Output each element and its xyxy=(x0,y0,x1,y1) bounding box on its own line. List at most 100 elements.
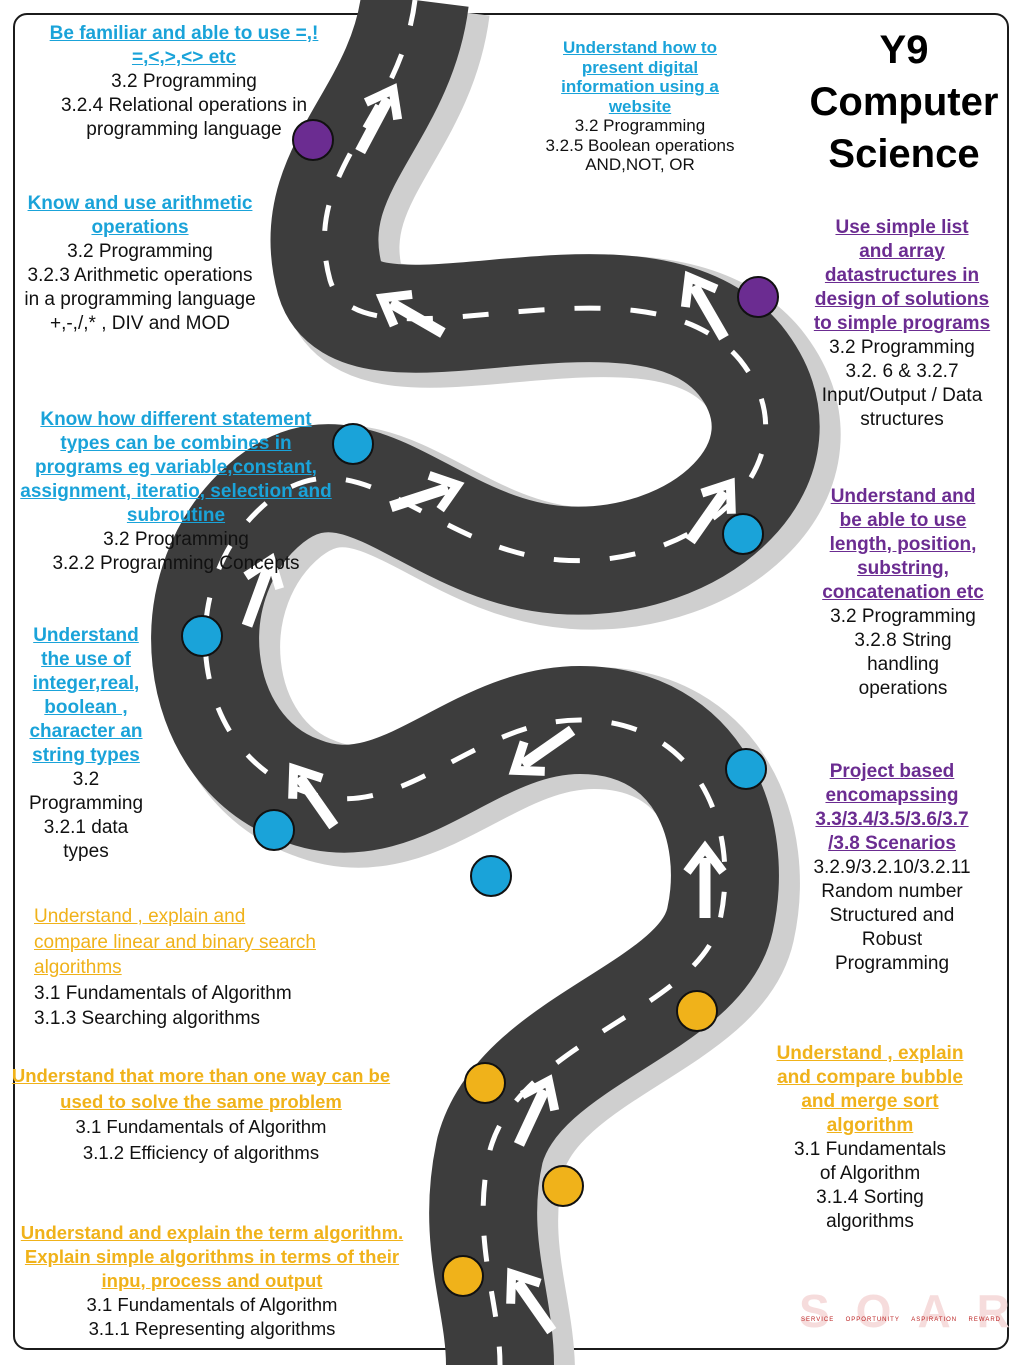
objective-detail-line: Robust xyxy=(861,929,923,950)
objective-heading-line: Understand , explain xyxy=(776,1043,964,1064)
soar-logo: SOAR SERVICE OPPORTUNITY ASPIRATION REWA… xyxy=(795,1285,1010,1340)
objective-detail-line: 3.2 xyxy=(72,769,100,790)
objective-detail-line: 3.2.2 Programming Concepts xyxy=(52,553,300,574)
objective-heading-line: algorithm xyxy=(826,1115,914,1136)
direction-arrow xyxy=(355,83,403,155)
objective-data-types: Understand the use of integer,real, boolean… xyxy=(18,624,154,864)
direction-arrow xyxy=(685,477,736,545)
objective-detail-line: Structured and xyxy=(829,905,955,926)
objective-heading-line: operations xyxy=(91,217,189,238)
objective-detail-line: 3.2 Programming xyxy=(111,71,257,92)
objective-detail-line: 3.1.4 Sorting xyxy=(816,1187,924,1208)
objective-efficiency: Understand that more than one way can be… xyxy=(10,1063,392,1165)
direction-arrow xyxy=(288,762,339,830)
objective-heading-line: algorithms xyxy=(34,957,122,978)
objective-heading-line: Understand and explain the term algorith… xyxy=(20,1222,404,1243)
objective-detail-line: 3.1 Fundamentals of Algorithm xyxy=(75,1116,327,1137)
objective-detail-line: of Algorithm xyxy=(819,1163,921,1184)
objective-heading-line: Explain simple algorithms in terms of th… xyxy=(24,1246,400,1267)
direction-arrows xyxy=(241,83,736,1335)
objective-detail-line: 3.2 Programming xyxy=(829,337,975,358)
objective-heading-line: subroutine xyxy=(126,505,226,526)
objective-heading-line: design of solutions xyxy=(814,289,990,310)
objective-heading-line: compare linear and binary search xyxy=(34,931,316,953)
logo-value: SERVICE xyxy=(801,1317,835,1323)
objective-heading-line: Project based xyxy=(829,761,955,782)
objective-heading-line: Be familiar and able to use =,! xyxy=(49,23,319,44)
logo-word: SOAR xyxy=(799,1285,1024,1337)
objective-project-scenarios: Project based encomapssing 3.3/3.4/3.5/3.6… xyxy=(790,760,994,976)
objective-relational-operations: Be familiar and able to use =,! =,<,>,<> … xyxy=(30,22,338,142)
objective-heading-line: substring, xyxy=(857,558,949,579)
objective-heading-line: Understand xyxy=(33,625,139,646)
objective-detail-line: Random number xyxy=(821,881,963,902)
objective-detail-line: Input/Output / Data xyxy=(821,385,983,406)
direction-arrow xyxy=(506,1267,557,1335)
objective-detail-line: programming language xyxy=(86,119,282,140)
objective-detail-line: 3.1.3 Searching algorithms xyxy=(34,1008,261,1029)
milestone-marker xyxy=(722,513,764,555)
objective-representing-algorithms: Understand and explain the term algorith… xyxy=(14,1221,410,1341)
objective-detail-line: 3.2. 6 & 3.2.7 xyxy=(845,361,959,382)
objective-heading-line: present digital xyxy=(581,57,699,77)
objective-heading-line: inpu, process and output xyxy=(101,1270,323,1291)
objective-detail-line: handling xyxy=(867,654,939,675)
objective-heading-line: character an xyxy=(29,721,143,742)
direction-arrow xyxy=(375,289,446,338)
objective-heading-line: encomapssing xyxy=(825,785,959,806)
objective-detail-line: 3.1 Fundamentals xyxy=(793,1139,947,1160)
logo-value: REWARD xyxy=(968,1317,1001,1323)
objective-heading-line: boolean , xyxy=(44,697,128,718)
objective-heading-line: length, position, xyxy=(829,534,977,555)
objective-heading-line: and compare bubble xyxy=(777,1067,963,1088)
objective-heading-line: used to solve the same problem xyxy=(60,1090,342,1112)
direction-arrow xyxy=(683,840,727,918)
objective-detail-line: 3.2.1 data xyxy=(43,817,129,838)
objective-detail-line: 3.2 Programming xyxy=(574,116,706,135)
milestone-markers xyxy=(181,119,779,1297)
milestone-marker xyxy=(464,1062,506,1104)
objective-detail-line: 3.2.8 String xyxy=(854,630,952,651)
objective-heading-line: and array xyxy=(859,241,945,262)
title-line: Science xyxy=(828,132,980,176)
objective-heading-line: and merge sort xyxy=(801,1091,939,1112)
objective-heading-line: Use simple list xyxy=(835,217,969,238)
objective-detail-line: 3.2 Programming xyxy=(67,241,213,262)
objective-heading-line: to simple programs xyxy=(813,313,991,334)
objective-detail-line: 3.2.9/3.2.10/3.2.11 xyxy=(813,857,971,878)
objective-heading-line: the use of xyxy=(41,649,131,670)
objective-detail-line: structures xyxy=(860,409,944,430)
objective-heading-line: concatenation etc xyxy=(822,582,984,603)
direction-arrow xyxy=(680,270,729,341)
milestone-marker xyxy=(181,615,223,657)
milestone-marker xyxy=(332,423,374,465)
objective-heading-line: Know how different statement xyxy=(40,409,312,430)
objective-heading-line: 3.3/3.4/3.5/3.6/3.7 xyxy=(815,809,969,830)
objective-detail-line: 3.1.1 Representing algorithms xyxy=(88,1318,336,1339)
logo-value: OPPORTUNITY xyxy=(845,1317,900,1323)
objective-heading-line: be able to use xyxy=(839,510,967,531)
objective-heading-line: string types xyxy=(32,745,140,766)
objective-heading-line: Understand how to xyxy=(563,38,717,57)
objective-heading-line: Understand , explain and xyxy=(34,906,246,927)
milestone-marker xyxy=(676,990,718,1032)
objective-detail-line: operations xyxy=(858,678,948,699)
milestone-marker xyxy=(253,809,295,851)
title-line: Computer xyxy=(809,80,999,124)
page-title: Y9 Computer Science xyxy=(790,24,1018,180)
objective-heading-line: integer,real, xyxy=(32,673,140,694)
objective-detail-line: 3.2 Programming xyxy=(830,606,976,627)
milestone-marker xyxy=(470,855,512,897)
objective-heading-line: =,<,>,<> etc xyxy=(131,47,237,68)
direction-arrow xyxy=(241,552,284,628)
objective-detail-line: 3.1.2 Efficiency of algorithms xyxy=(82,1141,320,1163)
objective-detail-line: AND,NOT, OR xyxy=(585,155,695,174)
objective-detail-line: types xyxy=(63,841,109,862)
objective-detail-line: 3.2.3 Arithmetic operations xyxy=(27,265,253,286)
